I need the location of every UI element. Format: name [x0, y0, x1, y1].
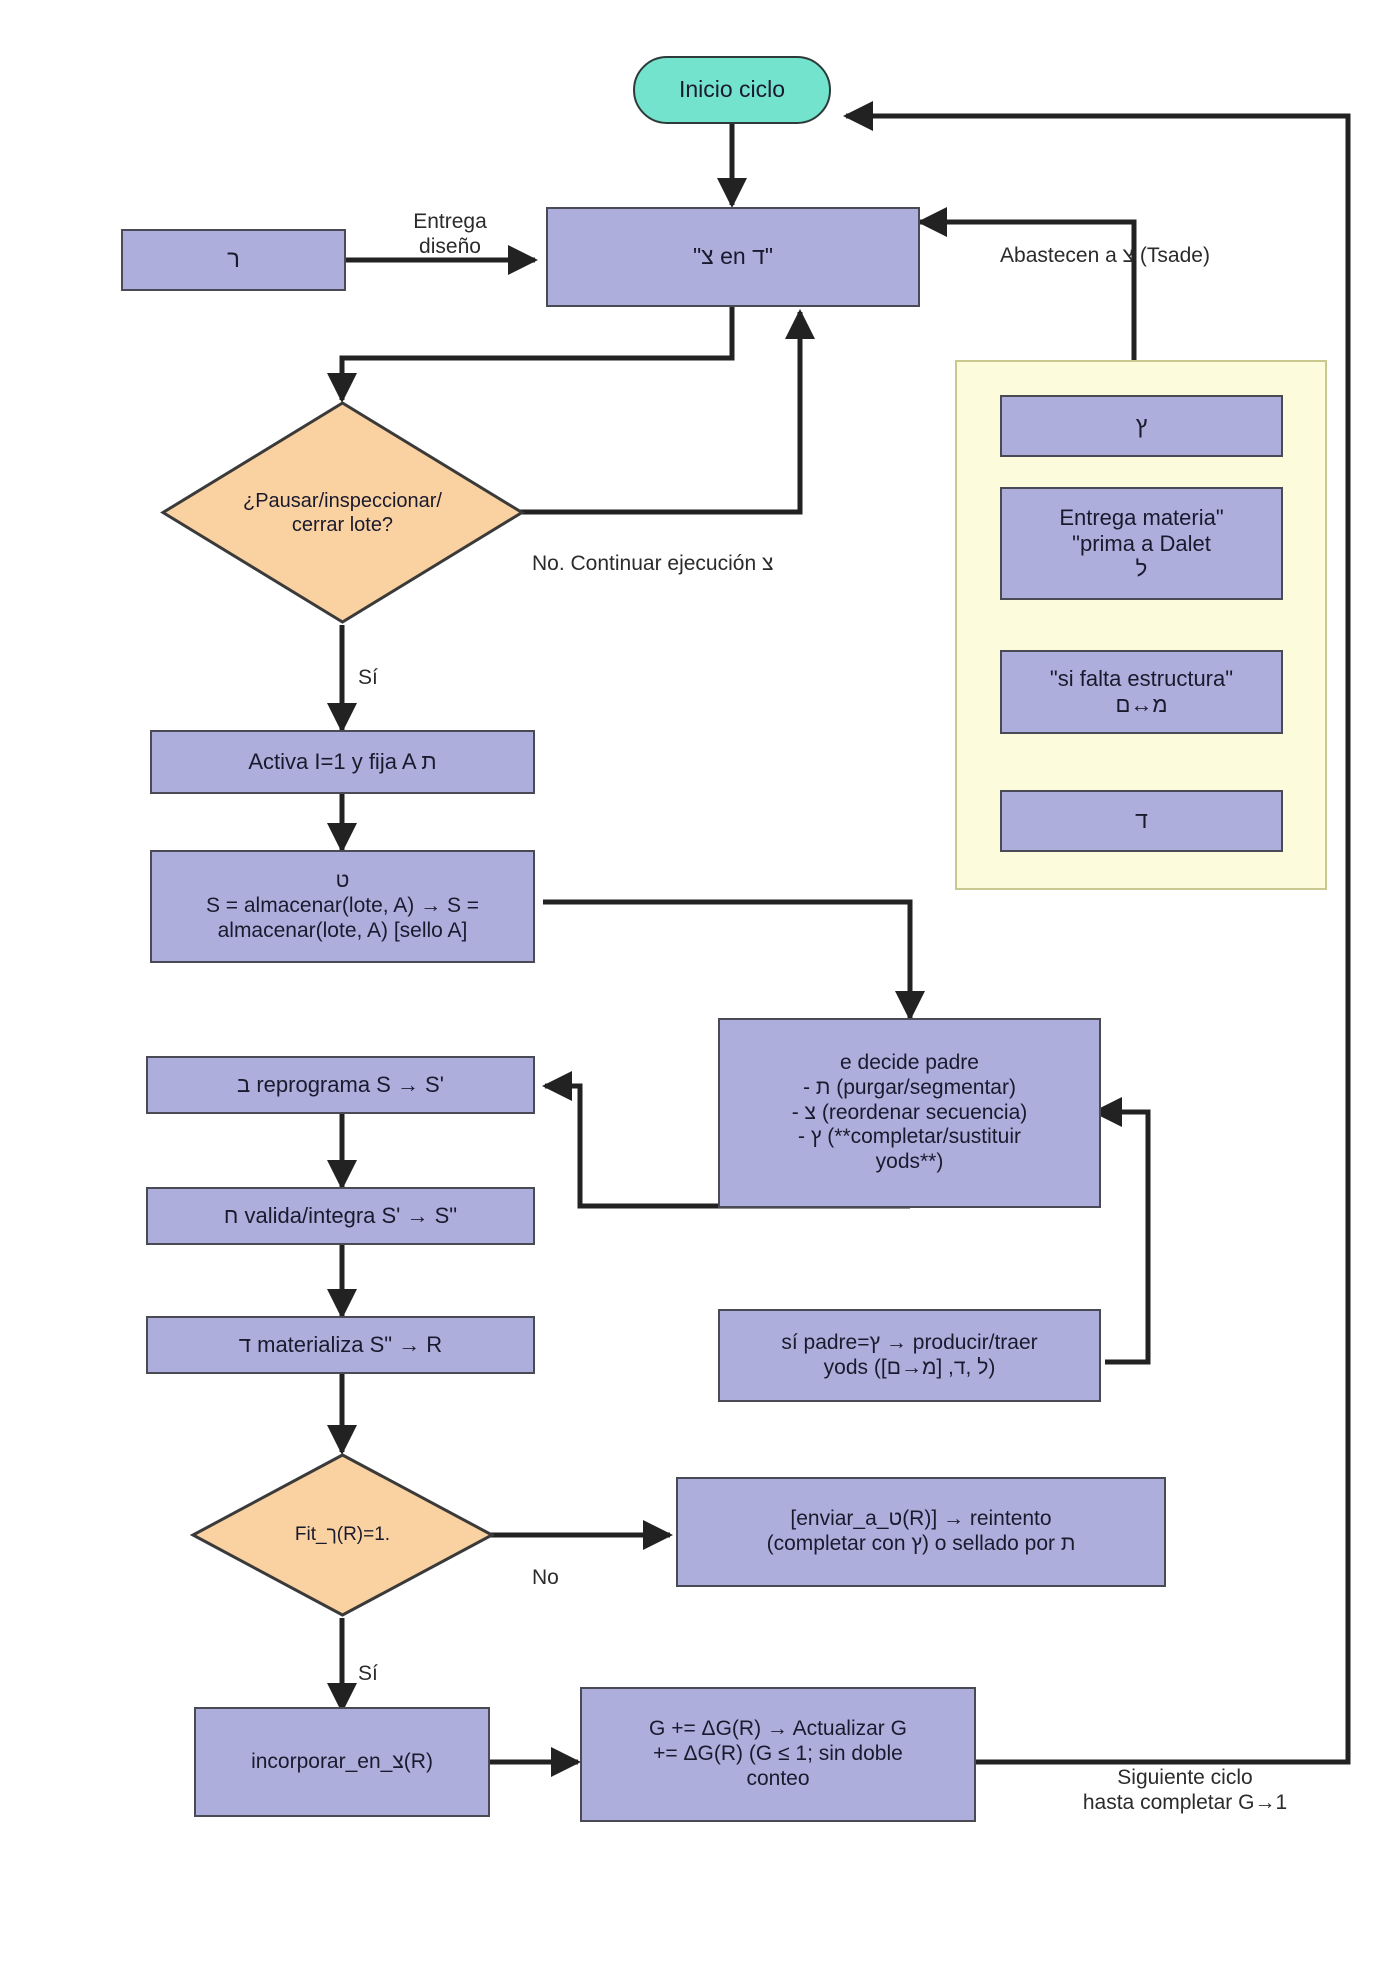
- node-almacenar[interactable]: ט S = almacenar(lote, A) → S = almacenar…: [150, 850, 535, 963]
- node-valida[interactable]: ח valida/integra S' → S": [146, 1187, 535, 1245]
- edge-decision-no-loop: [508, 309, 815, 515]
- node-label: G += ΔG(R) → Actualizar G += ΔG(R) (G ≤ …: [649, 1717, 907, 1790]
- edge-label-si-fit: Sí: [358, 1662, 378, 1686]
- node-label: ץ: [1135, 412, 1148, 439]
- node-decision-pausar[interactable]: ¿Pausar/inspeccionar/ cerrar lote?: [160, 400, 525, 625]
- node-reintento[interactable]: [enviar_a_ט(R)] → reintento (completar c…: [676, 1477, 1166, 1587]
- node-label: Fit_ך(R)=1.: [294, 1523, 391, 1545]
- edge-label-siguiente-ciclo: Siguiente ciclo hasta completar G→1: [1082, 1766, 1288, 1815]
- node-decision-fit[interactable]: Fit_ך(R)=1.: [190, 1452, 495, 1618]
- edge-main-to-decision: [327, 307, 735, 403]
- node-label: "si falta estructura" מ↔ם: [1049, 666, 1234, 717]
- node-label: ד materializa S" → R: [238, 1332, 443, 1358]
- node-label: ר: [227, 245, 240, 273]
- edge-almacenar-to-decide: [543, 899, 925, 1021]
- group-item-dalet[interactable]: ד: [1000, 790, 1283, 852]
- edge-label-entrega-diseno: Entrega diseño: [413, 210, 487, 259]
- edge-label-abastecen: Abastecen a צ (Tsade): [1000, 244, 1210, 268]
- node-label: ב reprograma S → S': [237, 1072, 444, 1098]
- node-label: [enviar_a_ט(R)] → reintento (completar c…: [766, 1507, 1076, 1555]
- node-decide-padre[interactable]: e decide padre - ת (purgar/segmentar) - …: [718, 1018, 1101, 1208]
- node-label: ח valida/integra S' → S": [223, 1203, 458, 1229]
- edge-label-no-continuar: No. Continuar ejecución צ: [532, 552, 774, 576]
- node-label: ט S = almacenar(lote, A) → S = almacenar…: [205, 869, 480, 942]
- node-resh[interactable]: ר: [121, 229, 346, 291]
- edge-label-si-pausar: Sí: [358, 666, 378, 690]
- node-label: sí padre=ץ → producir/traer yods ([מ→ם] …: [781, 1330, 1038, 1379]
- node-padre-yods[interactable]: sí padre=ץ → producir/traer yods ([מ→ם] …: [718, 1309, 1101, 1402]
- group-item-entrega-materia-prima[interactable]: Entrega materia" "prima a Dalet ל: [1000, 487, 1283, 600]
- node-label: e decide padre - ת (purgar/segmentar) - …: [791, 1051, 1028, 1174]
- node-tsade-en-dalet[interactable]: "צ en ד": [546, 207, 920, 307]
- node-label: Activa I=1 y fija A ת: [248, 749, 437, 775]
- node-materializa[interactable]: ד materializa S" → R: [146, 1316, 535, 1374]
- node-label: Inicio ciclo: [678, 76, 786, 103]
- node-incorporar[interactable]: incorporar_en_צ(R): [194, 1707, 490, 1817]
- group-item-tsade-final[interactable]: ץ: [1000, 395, 1283, 457]
- node-inicio-ciclo[interactable]: Inicio ciclo: [633, 56, 831, 124]
- node-reprograma[interactable]: ב reprograma S → S': [146, 1056, 535, 1114]
- node-label: incorporar_en_צ(R): [251, 1749, 433, 1773]
- node-label: ¿Pausar/inspeccionar/ cerrar lote?: [243, 489, 442, 536]
- group-item-falta-estructura[interactable]: "si falta estructura" מ↔ם: [1000, 650, 1283, 734]
- diamond-shape: [160, 401, 525, 624]
- edge-label-no-fit: No: [532, 1566, 559, 1590]
- node-actualizar-g[interactable]: G += ΔG(R) → Actualizar G += ΔG(R) (G ≤ …: [580, 1687, 976, 1822]
- node-label: Entrega materia" "prima a Dalet ל: [1059, 504, 1224, 582]
- node-label: "צ en ד": [692, 243, 773, 270]
- edge-yods-to-decide: [1092, 1097, 1151, 1365]
- node-label: ד: [1135, 807, 1148, 834]
- node-activa[interactable]: Activa I=1 y fija A ת: [150, 730, 535, 794]
- diamond-shape: [190, 1453, 495, 1617]
